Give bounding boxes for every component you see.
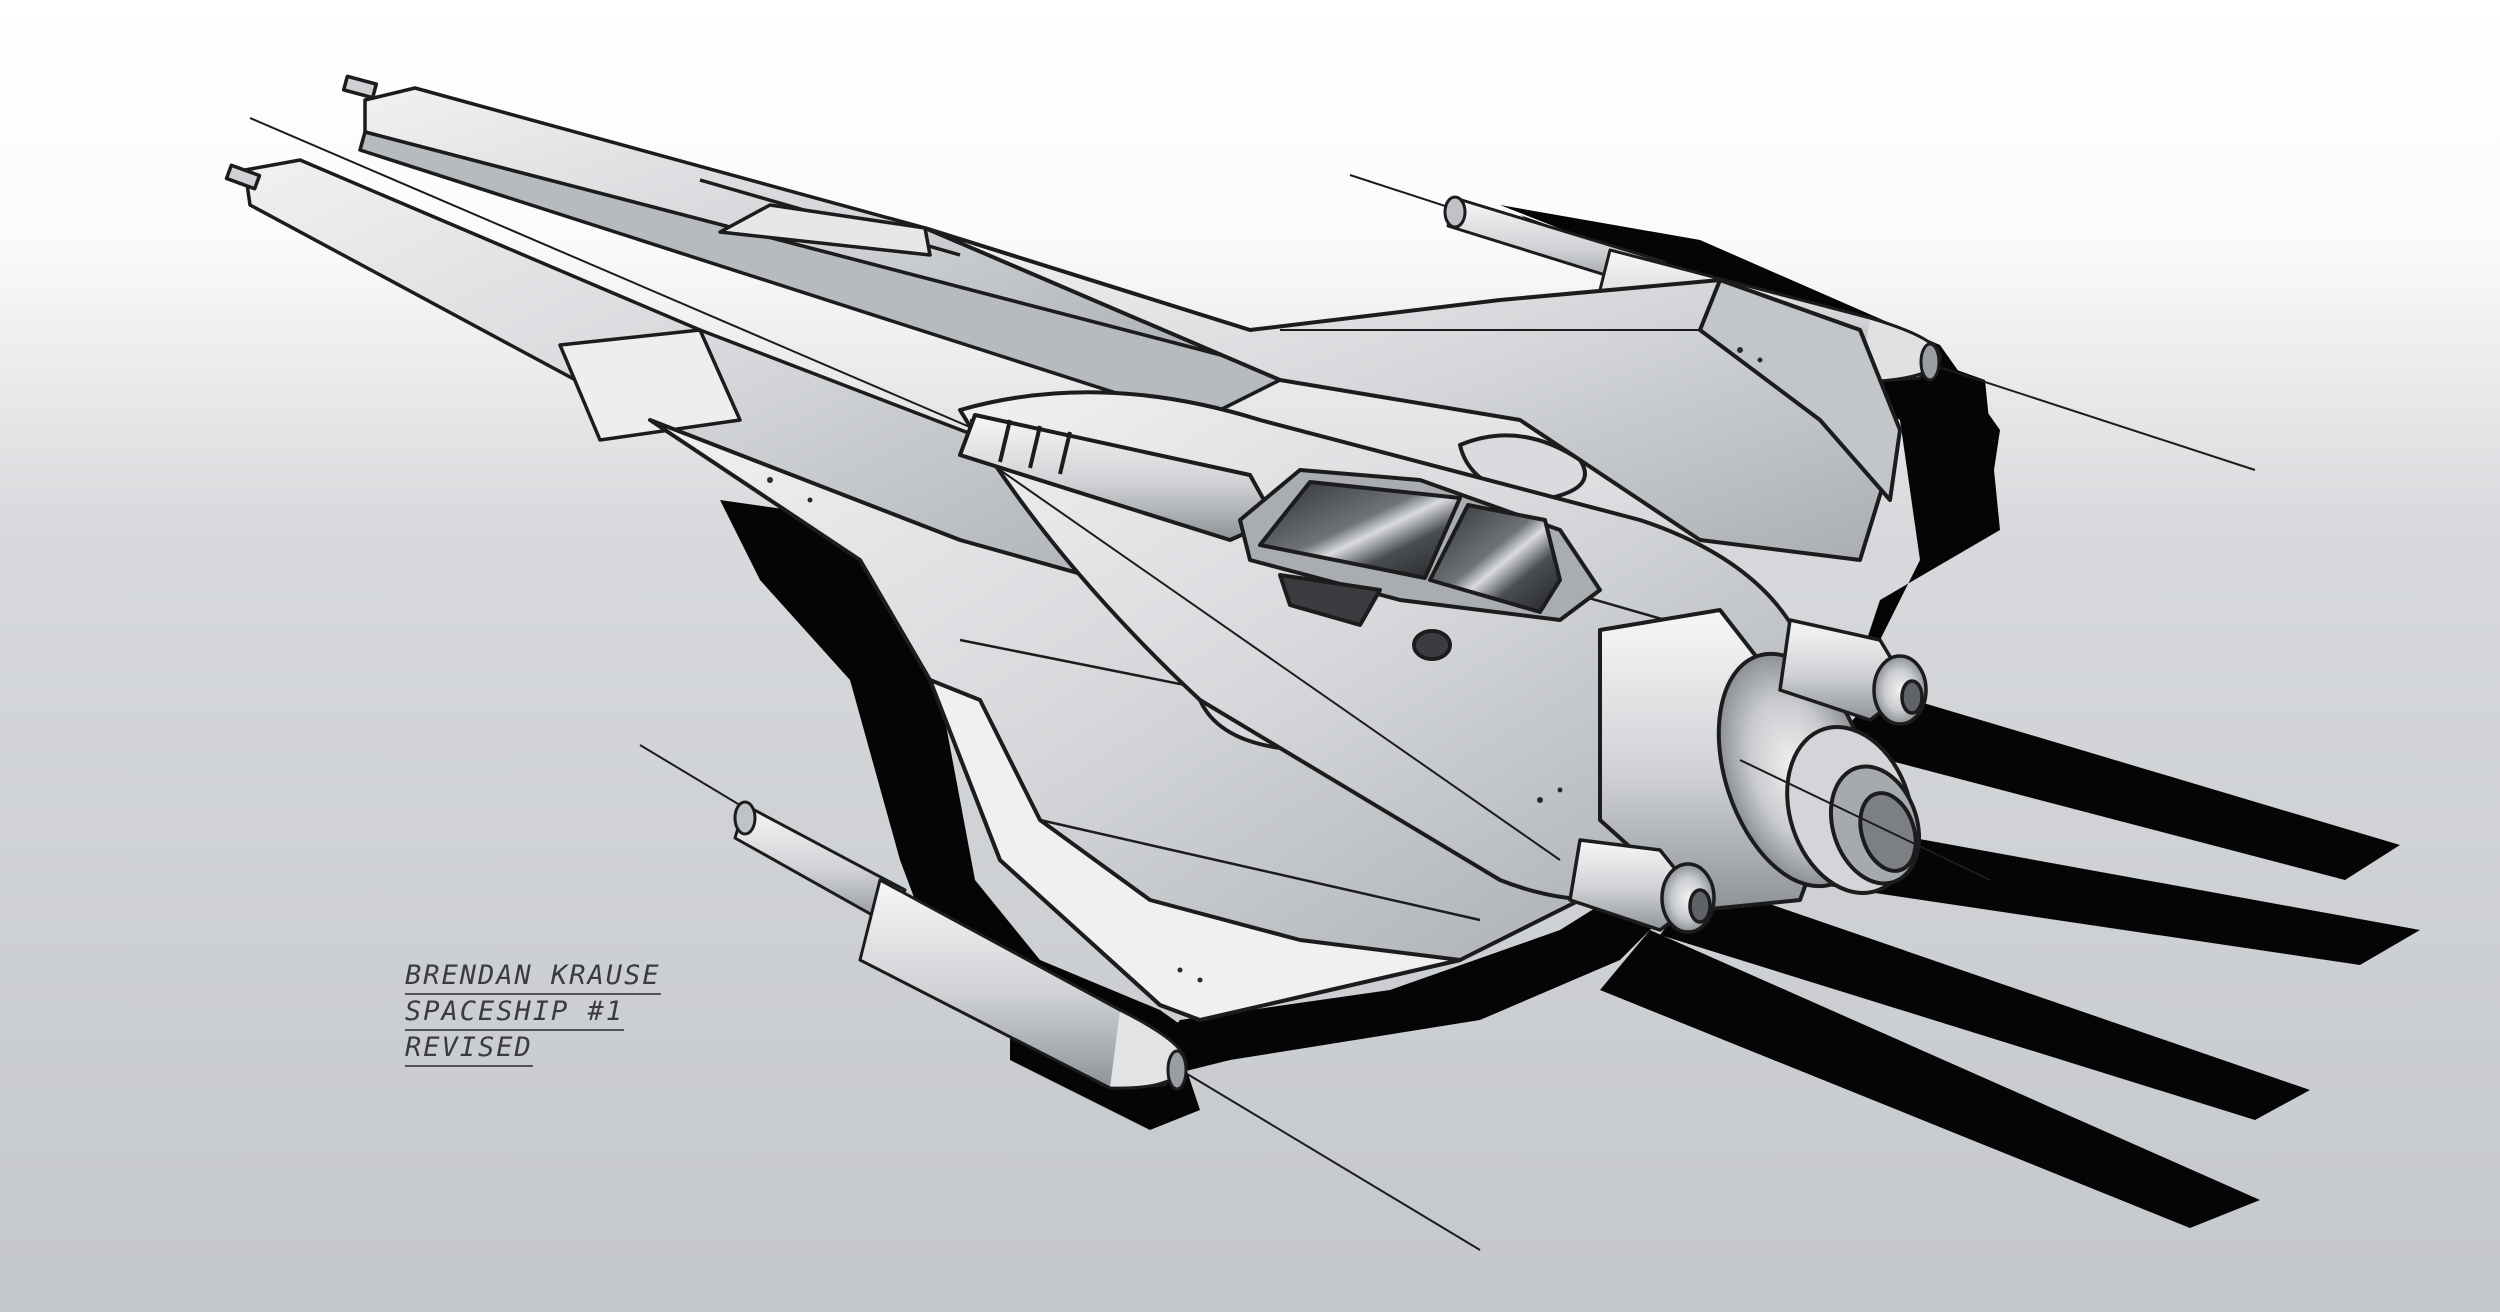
upper-nacelle — [341, 74, 1282, 422]
side-thrusters — [1568, 618, 1928, 934]
hull-detail-dots — [767, 347, 1763, 983]
caption-line-3: REVISED — [405, 1032, 805, 1070]
caption-line-1: BRENDAN KRAUSE — [405, 960, 805, 998]
cockpit-canopy — [1238, 468, 1602, 661]
artist-caption: BRENDAN KRAUSE SPACESHIP #1 REVISED — [405, 960, 805, 1070]
main-engine — [1598, 608, 1991, 912]
upper-wing — [923, 226, 1902, 562]
caption-line-2: SPACESHIP #1 — [405, 996, 805, 1034]
lower-left-weapon-pod — [639, 744, 1481, 1251]
